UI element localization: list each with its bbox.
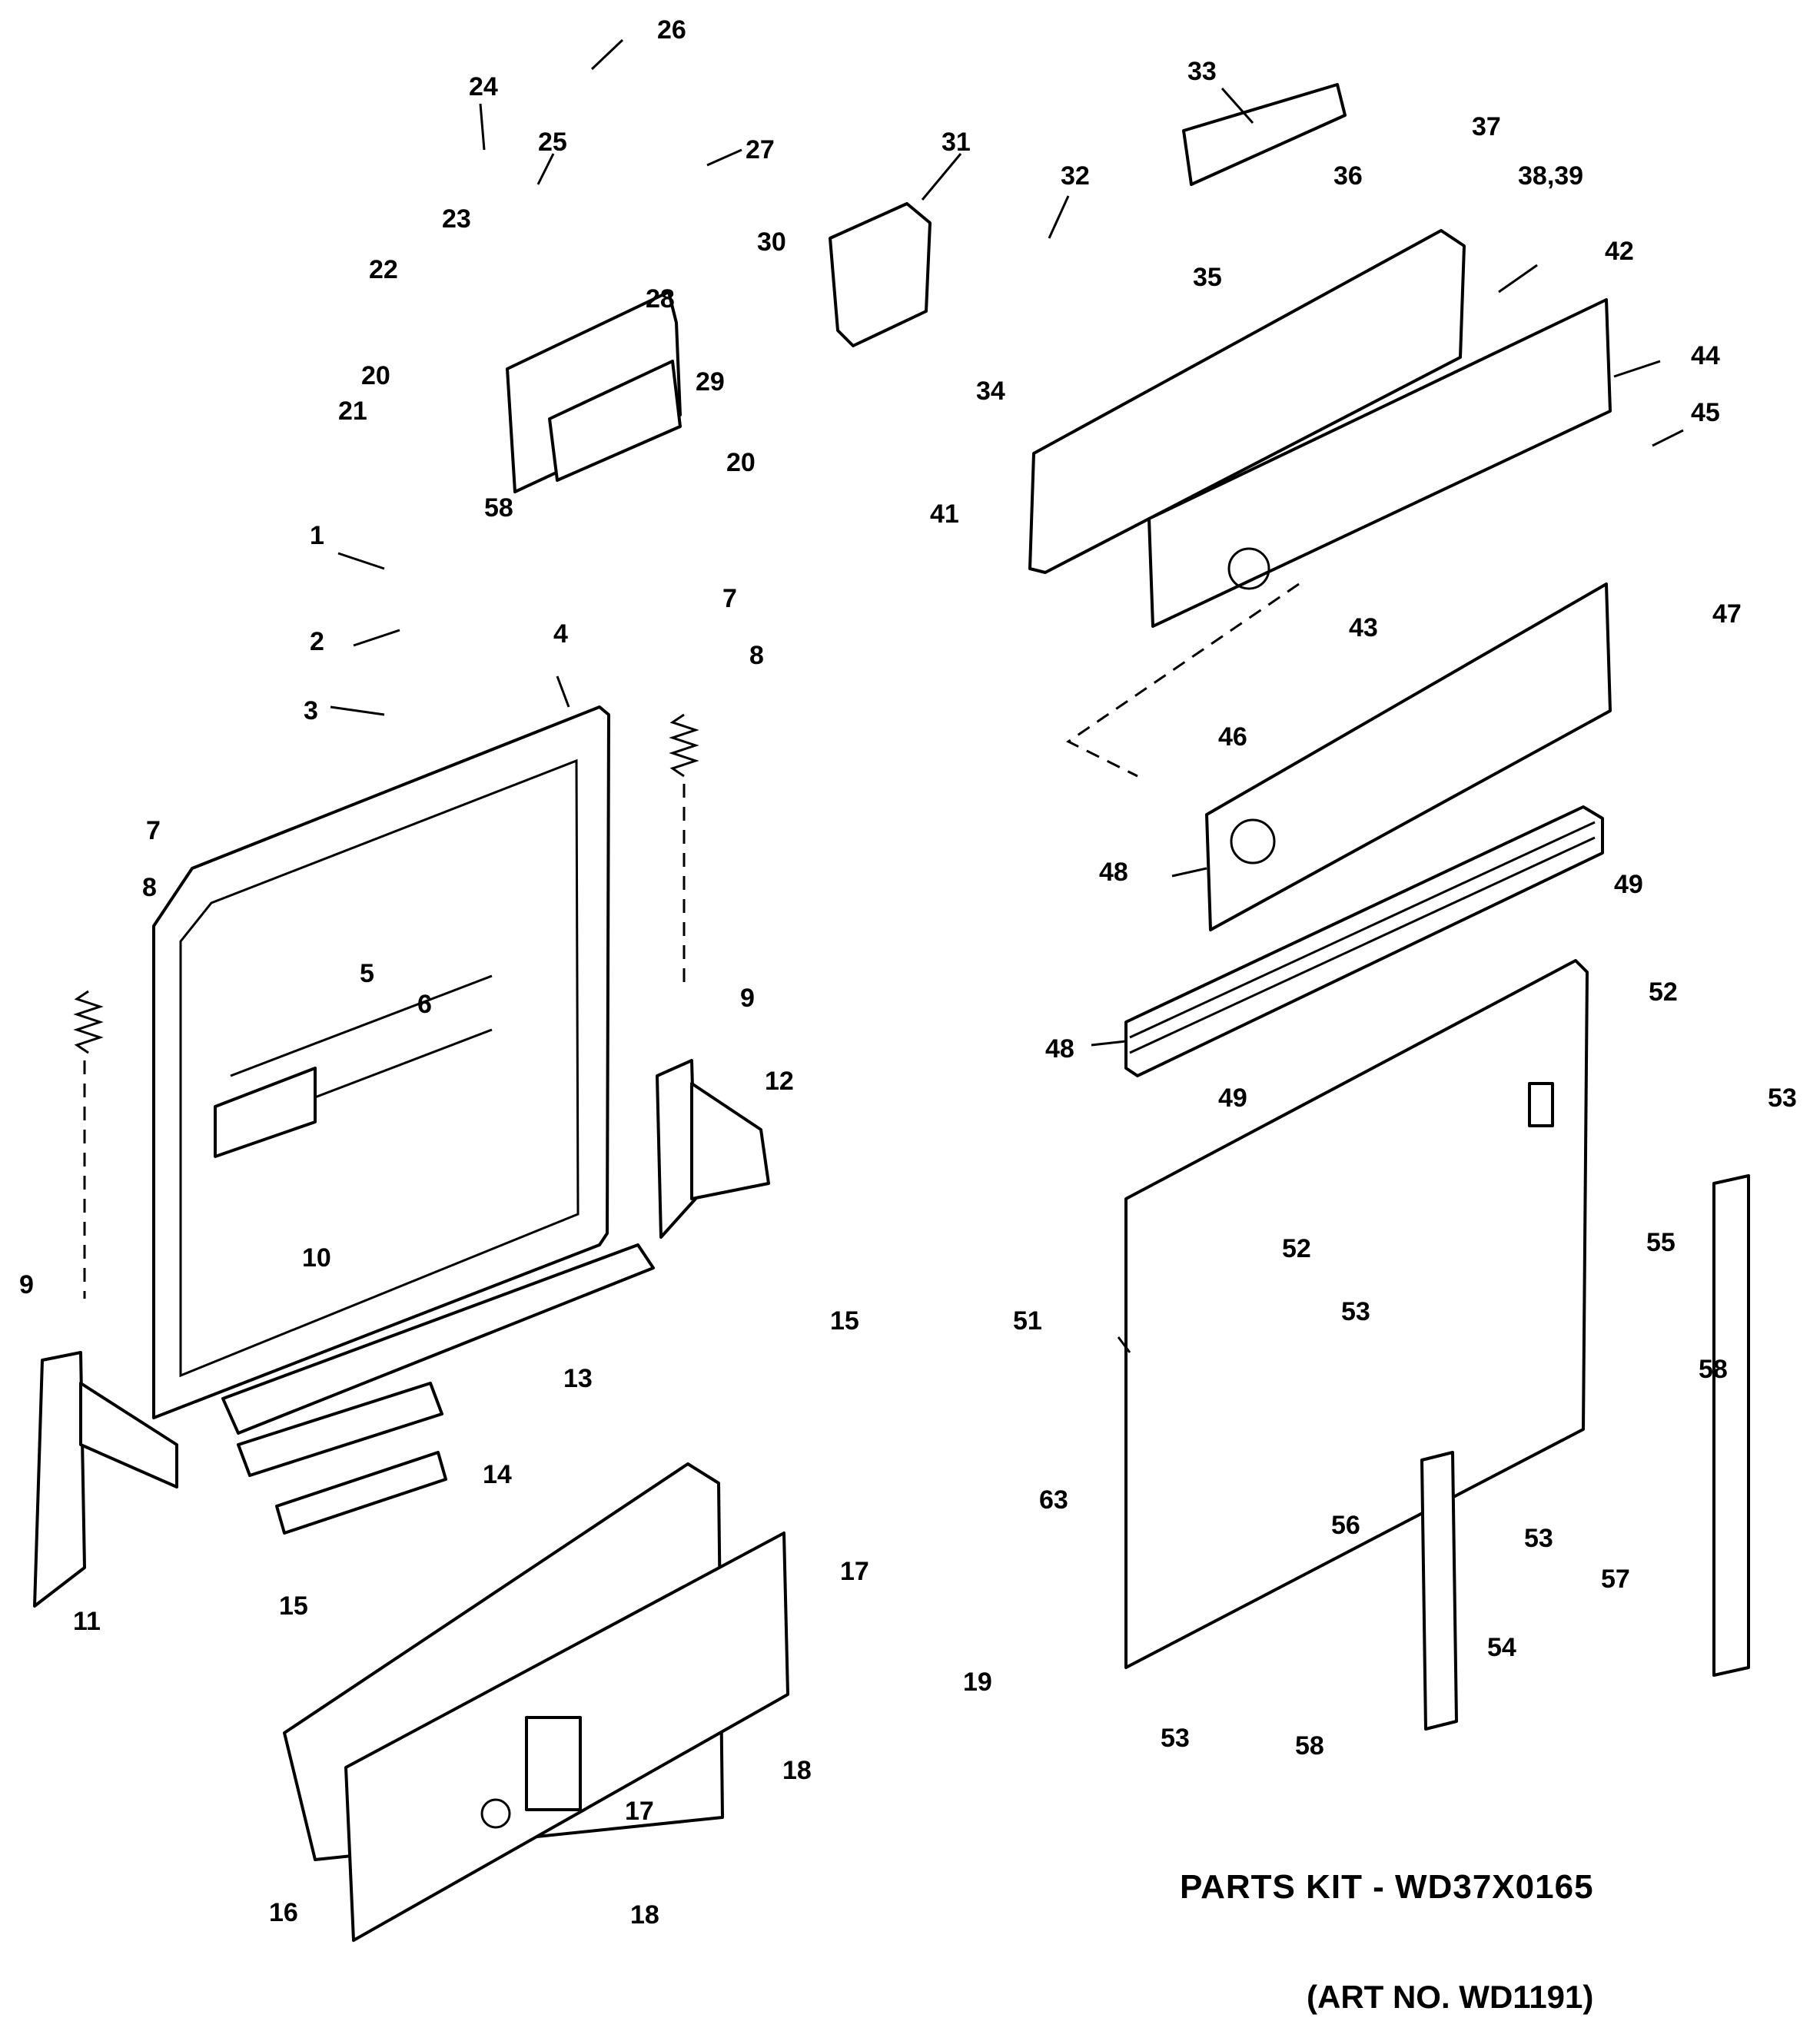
callout-55: 56	[1331, 1511, 1360, 1540]
callout-11: 11	[73, 1607, 101, 1636]
callout-51-right: 52	[1649, 977, 1678, 1007]
callout-17-top: 17	[840, 1557, 869, 1586]
callout-26: 26	[657, 15, 686, 45]
callout-7-left: 7	[146, 816, 161, 845]
bottom-door-rail	[221, 1243, 655, 1535]
outer-door-panel	[283, 1462, 789, 1942]
callout-24: 24	[469, 72, 498, 101]
callout-54: 55	[1646, 1228, 1676, 1257]
dispenser-assembly	[506, 290, 682, 493]
callout-8-left: 8	[142, 873, 157, 902]
callout-9-left: 9	[19, 1270, 34, 1299]
callout-52-lower: 53	[1524, 1524, 1553, 1553]
callout-18-top: 18	[782, 1756, 812, 1785]
door-liner	[1124, 959, 1589, 1669]
callout-23: 23	[442, 204, 471, 234]
callout-19: 19	[963, 1668, 992, 1697]
callout-63: 63	[1039, 1485, 1068, 1515]
callout-56: 57	[1601, 1565, 1630, 1594]
parts-kit-label: PARTS KIT - WD37X0165	[1180, 1868, 1594, 1906]
callout-28: 28	[646, 284, 675, 314]
callout-44: 45	[1691, 398, 1720, 427]
callout-20-top: 20	[361, 361, 390, 390]
callout-22: 22	[369, 255, 398, 284]
callout-25: 25	[538, 128, 567, 157]
callout-8-right: 8	[749, 641, 764, 670]
switch-block	[1182, 83, 1347, 186]
callout-18-bottom: 18	[630, 1900, 659, 1930]
callout-43: 44	[1691, 341, 1720, 370]
inner-door-panel	[152, 705, 610, 1419]
trim-strip	[1124, 805, 1604, 1077]
spring-right	[669, 713, 699, 778]
callout-52-mid: 53	[1341, 1297, 1370, 1326]
callout-52-bottom: 53	[1161, 1724, 1190, 1753]
callout-12: 12	[765, 1067, 794, 1096]
callout-32: 32	[1061, 161, 1090, 191]
hinge-left	[33, 1351, 178, 1608]
control-faceplate	[1066, 582, 1612, 931]
callout-5: 5	[360, 959, 374, 988]
callout-36: 36	[1333, 161, 1363, 191]
callout-21: 21	[338, 397, 367, 426]
callout-46: 47	[1712, 599, 1742, 629]
callout-10: 10	[302, 1243, 331, 1273]
callout-49-bottom: 49	[1218, 1084, 1247, 1113]
callout-27: 27	[746, 135, 775, 164]
callout-48: 48	[1045, 1034, 1074, 1064]
callout-31: 31	[942, 128, 971, 157]
callout-40: 41	[930, 499, 959, 529]
callout-58: 58	[484, 493, 513, 523]
callout-33: 33	[1187, 57, 1217, 86]
spring-left	[73, 990, 104, 1054]
art-number-label: (ART NO. WD1191)	[1307, 1979, 1594, 2015]
callout-17-bottom: 17	[625, 1797, 654, 1826]
callout-14: 14	[483, 1460, 512, 1489]
callout-20-bottom: 20	[726, 448, 756, 477]
callout-38-39: 38,39	[1518, 161, 1584, 191]
callout-16: 16	[269, 1898, 298, 1927]
callout-45: 46	[1218, 722, 1247, 752]
callout-30: 30	[757, 227, 786, 257]
callout-15-left: 15	[279, 1591, 308, 1621]
bracket-53	[1420, 1451, 1458, 1731]
callout-9-right: 9	[740, 984, 755, 1013]
callout-3: 3	[304, 696, 318, 725]
callout-1: 1	[310, 521, 324, 550]
callout-41: 42	[1605, 237, 1634, 266]
timer	[829, 202, 932, 347]
callout-34: 34	[976, 377, 1005, 406]
callout-42: 43	[1349, 613, 1378, 642]
leader-lines	[330, 38, 1684, 1353]
callout-53: 54	[1487, 1633, 1516, 1662]
callout-52-right: 53	[1768, 1084, 1797, 1113]
callout-37: 37	[1472, 112, 1501, 141]
callout-13: 13	[563, 1364, 593, 1393]
control-panel	[1028, 229, 1612, 628]
callout-47: 48	[1099, 858, 1128, 887]
callout-49-top: 49	[1614, 870, 1643, 899]
callout-7-right: 7	[722, 584, 737, 613]
callout-57-right: 58	[1699, 1355, 1728, 1384]
callout-57-bottom: 58	[1295, 1731, 1324, 1761]
callout-29: 29	[696, 367, 725, 397]
callout-35: 35	[1193, 263, 1222, 292]
callout-51-mid: 52	[1282, 1234, 1311, 1263]
bracket-54	[1712, 1174, 1750, 1677]
callout-15-right: 15	[830, 1306, 859, 1336]
hinge-right	[656, 1059, 770, 1239]
callout-2: 2	[310, 627, 324, 656]
callout-6: 6	[417, 990, 432, 1019]
callout-50: 51	[1013, 1306, 1042, 1336]
dispenser-cover	[548, 360, 682, 482]
callout-4: 4	[553, 619, 568, 649]
